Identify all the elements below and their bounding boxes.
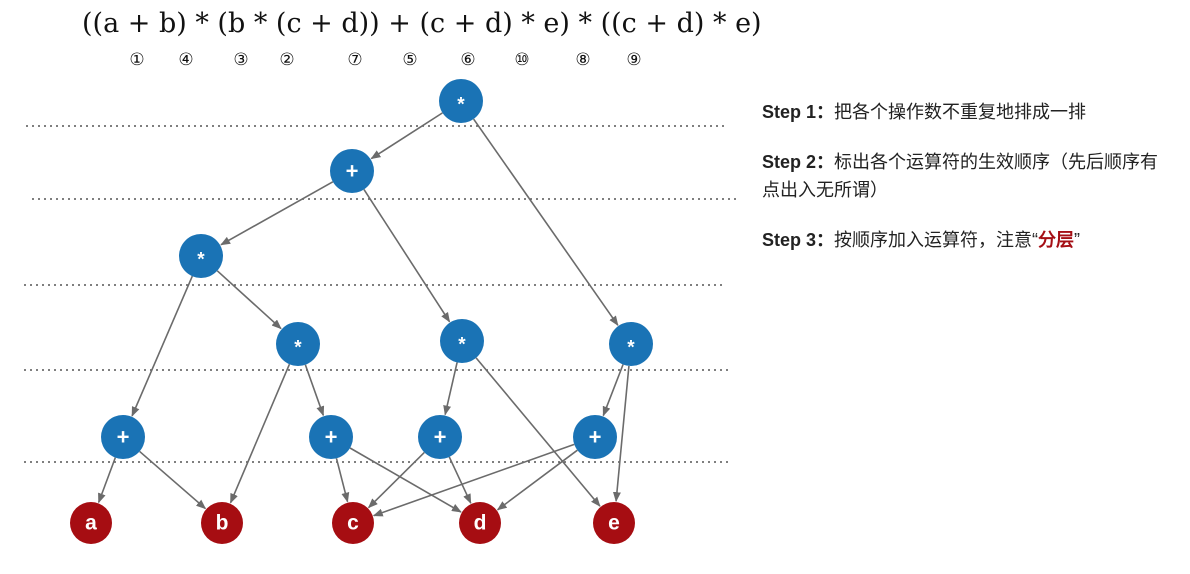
node-label: c bbox=[347, 512, 359, 535]
step-3-label: Step 3： bbox=[762, 230, 835, 250]
edge-plus_top-to-mul_cd_e bbox=[363, 189, 451, 323]
edge-plus_cd3-to-d bbox=[496, 449, 578, 511]
node-circle bbox=[330, 149, 374, 193]
step-3-highlight: 分层 bbox=[1038, 230, 1075, 250]
step-2: Step 2：标出各个运算符的生效顺序（先后顺序有点出入无所谓） bbox=[762, 148, 1172, 204]
node-label: + bbox=[325, 425, 338, 450]
operand-node-e: e bbox=[593, 502, 635, 544]
node-label: e bbox=[608, 512, 620, 535]
edge-plus_ab-to-b bbox=[139, 450, 207, 510]
edge-plus_cd1-to-d bbox=[349, 447, 462, 513]
order-number-1: ① bbox=[129, 50, 145, 70]
operator-node-plus_cd3: + bbox=[573, 415, 617, 459]
step-3-suffix: ” bbox=[1074, 230, 1081, 250]
edge-mul_cd_e-to-e bbox=[475, 357, 601, 507]
edge-mul_cd_e-to-plus_cd2 bbox=[443, 362, 458, 416]
node-label: * bbox=[197, 250, 205, 271]
order-number-9: ⑧ bbox=[575, 50, 591, 70]
edge-mul_mid-to-b bbox=[229, 363, 291, 504]
node-circle bbox=[418, 415, 462, 459]
node-label: + bbox=[434, 425, 447, 450]
step-2-label: Step 2： bbox=[762, 152, 835, 172]
edge-plus_ab-to-a bbox=[97, 457, 117, 504]
edge-plus_cd2-to-c bbox=[367, 451, 425, 509]
order-number-2: ④ bbox=[178, 50, 194, 70]
edge-plus_top-to-mul_left bbox=[220, 181, 334, 246]
node-circle bbox=[593, 502, 635, 544]
node-circle bbox=[309, 415, 353, 459]
node-circle bbox=[101, 415, 145, 459]
node-label: + bbox=[117, 425, 130, 450]
edge-plus_cd2-to-d bbox=[448, 456, 472, 504]
edge-mul_right-to-plus_cd3 bbox=[602, 364, 624, 417]
order-number-3: ③ bbox=[233, 50, 249, 70]
edge-root-to-plus_top bbox=[370, 112, 443, 160]
step-3: Step 3：按顺序加入运算符，注意“分层” bbox=[762, 226, 1172, 254]
edge-plus_cd3-to-c bbox=[372, 443, 575, 517]
step-1-text: 把各个操作数不重复地排成一排 bbox=[834, 102, 1087, 122]
operand-node-c: c bbox=[332, 502, 374, 544]
edge-mul_left-to-plus_ab bbox=[131, 275, 194, 417]
node-circle bbox=[440, 319, 484, 363]
node-circle bbox=[609, 322, 653, 366]
operator-node-mul_left: * bbox=[179, 234, 223, 278]
node-circle bbox=[332, 502, 374, 544]
node-label: * bbox=[294, 338, 302, 359]
operand-node-a: a bbox=[70, 502, 112, 544]
order-number-8: ⑩ bbox=[514, 50, 530, 70]
operand-node-d: d bbox=[459, 502, 501, 544]
order-number-5: ⑦ bbox=[347, 50, 363, 70]
edge-plus_cd1-to-c bbox=[335, 458, 350, 503]
node-label: d bbox=[474, 512, 487, 535]
edge-mul_right-to-e bbox=[612, 365, 630, 503]
order-number-10: ⑨ bbox=[626, 50, 642, 70]
node-label: * bbox=[458, 335, 466, 356]
node-label: * bbox=[627, 338, 635, 359]
node-circle bbox=[439, 79, 483, 123]
order-number-4: ② bbox=[279, 50, 295, 70]
operator-node-mul_cd_e: * bbox=[440, 319, 484, 363]
operator-node-mul_mid: * bbox=[276, 322, 320, 366]
edge-mul_mid-to-plus_cd1 bbox=[304, 364, 325, 417]
order-number-7: ⑥ bbox=[460, 50, 476, 70]
operand-node-b: b bbox=[201, 502, 243, 544]
node-circle bbox=[573, 415, 617, 459]
step-1: Step 1：把各个操作数不重复地排成一排 bbox=[762, 98, 1172, 126]
operator-node-root: * bbox=[439, 79, 483, 123]
node-label: * bbox=[457, 95, 465, 116]
operator-node-mul_right: * bbox=[609, 322, 653, 366]
node-label: a bbox=[85, 512, 97, 535]
step-3-text: 按顺序加入运算符，注意“ bbox=[834, 230, 1039, 250]
node-label: b bbox=[216, 512, 229, 535]
operator-node-plus_cd1: + bbox=[309, 415, 353, 459]
expression-formula: ((a + b) * (b * (c + d)) + (c + d) * e) … bbox=[82, 8, 762, 39]
edge-mul_left-to-mul_mid bbox=[216, 270, 282, 330]
edge-root-to-mul_right bbox=[472, 118, 619, 326]
node-circle bbox=[70, 502, 112, 544]
steps-panel: Step 1：把各个操作数不重复地排成一排 Step 2：标出各个运算符的生效顺… bbox=[762, 98, 1172, 276]
node-label: + bbox=[346, 159, 359, 184]
step-1-label: Step 1： bbox=[762, 102, 835, 122]
node-label: + bbox=[589, 425, 602, 450]
node-circle bbox=[276, 322, 320, 366]
operator-node-plus_ab: + bbox=[101, 415, 145, 459]
node-circle bbox=[179, 234, 223, 278]
operator-node-plus_top: + bbox=[330, 149, 374, 193]
node-circle bbox=[201, 502, 243, 544]
operator-node-plus_cd2: + bbox=[418, 415, 462, 459]
node-circle bbox=[459, 502, 501, 544]
order-number-6: ⑤ bbox=[402, 50, 418, 70]
step-2-text: 标出各个运算符的生效顺序（先后顺序有点出入无所谓） bbox=[762, 152, 1159, 200]
